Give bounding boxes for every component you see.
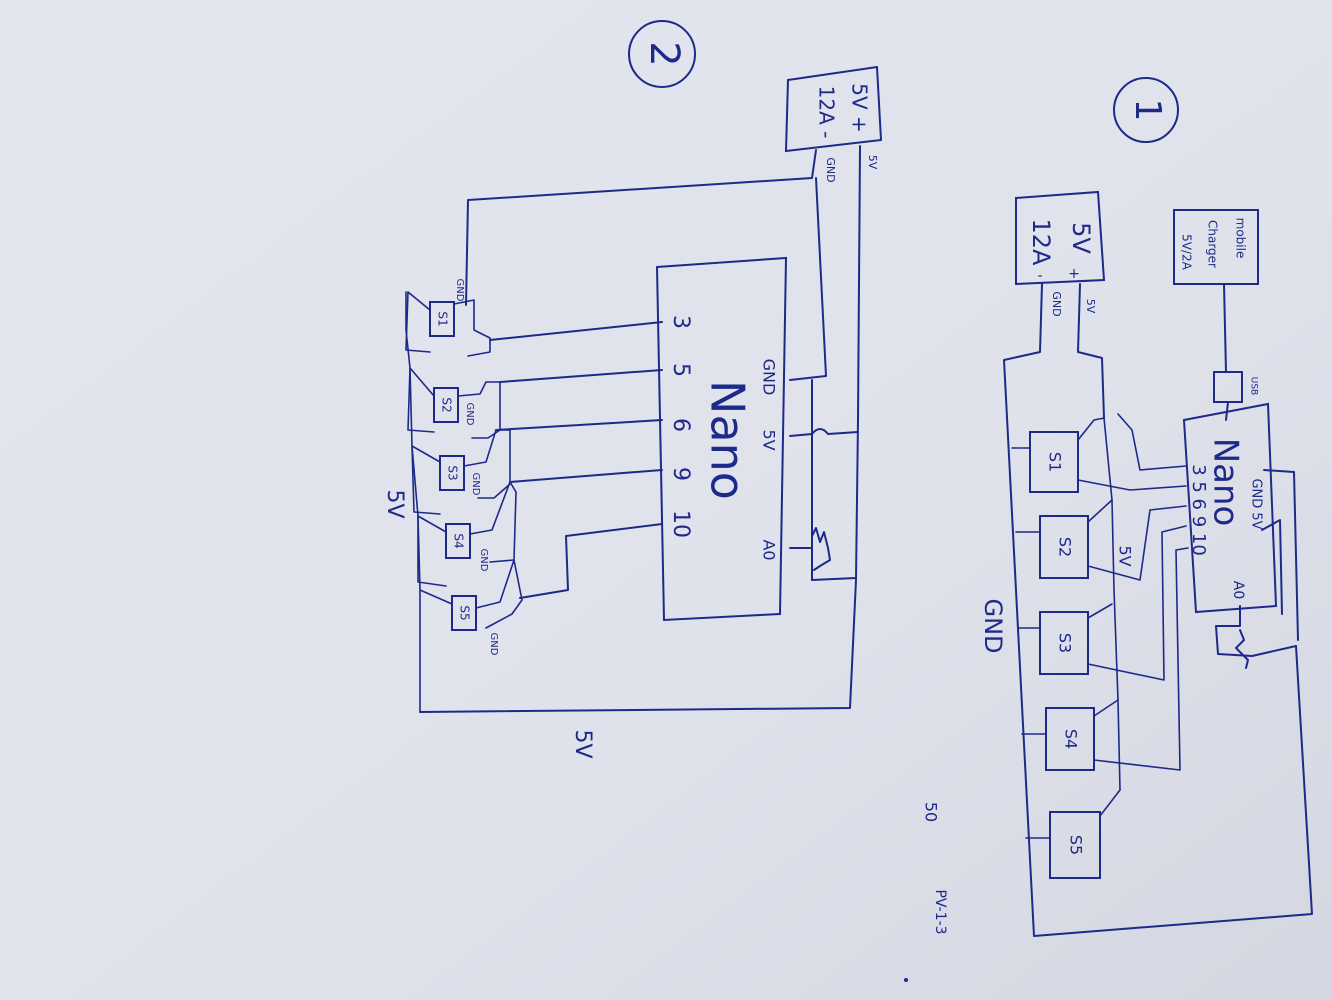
diagram-1-usb-label: USB bbox=[1249, 377, 1259, 395]
diagram-2-number: 2 bbox=[641, 41, 687, 66]
corner-note-50: 50 bbox=[922, 802, 941, 822]
diagram-1-sensor-s4: S4 bbox=[1045, 707, 1095, 771]
diagram-2: 2 5V + 12A - GND 5V Nano GND 5V A0 3 5 6… bbox=[382, 20, 883, 759]
diagram-1-supply-plus: + bbox=[1068, 266, 1080, 282]
diagram-2-sensor-s5: S5 bbox=[451, 595, 477, 631]
diagram-2-supply-line2: 12A - bbox=[815, 86, 839, 139]
diagram-1-rail-5v: 5V bbox=[1116, 545, 1135, 566]
diagram-1-rail-gnd: GND bbox=[979, 598, 1007, 653]
diagram-1-sensor-s5: S5 bbox=[1049, 811, 1101, 879]
diagram-2-sensor-s2-label: S2 bbox=[440, 397, 454, 412]
diagram-2-sensor-s3-label: S3 bbox=[446, 465, 460, 480]
diagram-1-charger-line1: mobile bbox=[1234, 218, 1248, 259]
pencil-dot bbox=[904, 978, 908, 982]
diagram-2-sensor-s4: S4 bbox=[445, 523, 471, 559]
diagram-1-supply-line2: 12A bbox=[1027, 219, 1055, 267]
diagram-2-label-5v: 5V bbox=[866, 155, 879, 170]
diagram-1-number: 1 bbox=[1127, 99, 1168, 122]
diagram-1-nano-label: Nano bbox=[1206, 438, 1246, 527]
diagram-2-rail-5v-bottom: 5V bbox=[570, 729, 595, 758]
diagram-2-sensor-s1-label: S1 bbox=[436, 311, 450, 326]
diagram-2-sensor-s5-label: S5 bbox=[458, 605, 472, 620]
diagram-2-sensor-s3: S3 bbox=[439, 455, 465, 491]
diagram-2-pin-6: 6 bbox=[668, 418, 693, 432]
diagram-1-supply-minus: - bbox=[1037, 268, 1042, 284]
diagram-2-nano-gnd: GND bbox=[760, 359, 779, 396]
diagram-2-s2-gnd: GND bbox=[464, 403, 475, 426]
diagram-1-nano-a0: A0 bbox=[1230, 581, 1246, 599]
diagram-2-supply-line1: 5V + bbox=[848, 83, 872, 133]
diagram-2-s4-gnd: GND bbox=[478, 549, 489, 572]
diagram-1-sensor-s4-label: S4 bbox=[1062, 729, 1081, 749]
diagram-1-sensor-s1: S1 bbox=[1029, 431, 1079, 493]
diagram-1-sensor-s2-label: S2 bbox=[1056, 537, 1075, 557]
diagram-2-s1-gnd: GND bbox=[454, 279, 465, 302]
diagram-2-sensor-s1: S1 bbox=[429, 301, 455, 337]
diagram-2-number-circle bbox=[628, 20, 696, 88]
diagram-2-sensor-s2: S2 bbox=[433, 387, 459, 423]
diagram-1-charger-line2: Charger bbox=[1206, 220, 1220, 268]
diagram-2-nano-a0: A0 bbox=[760, 539, 779, 560]
diagram-1-nano-board: Nano 3 5 6 9 10 GND 5V A0 bbox=[1182, 402, 1278, 614]
diagram-1: 1 5V 12A + - GND 5V mobile Charger 5V/2A… bbox=[979, 77, 1313, 937]
diagram-1-nano-power: GND 5V bbox=[1249, 478, 1264, 529]
diagram-1-sensor-s1-label: S1 bbox=[1046, 452, 1065, 472]
diagram-1-mobile-charger: mobile Charger 5V/2A bbox=[1173, 209, 1259, 285]
diagram-2-s3-gnd: GND bbox=[470, 473, 481, 496]
diagram-2-label-gnd: GND bbox=[824, 157, 837, 182]
diagram-2-rail-5v-top: 5V bbox=[382, 489, 407, 518]
diagram-2-power-supply: 5V + 12A - bbox=[784, 65, 883, 153]
diagram-2-nano-label: Nano bbox=[701, 380, 755, 500]
diagram-2-sensor-s4-label: S4 bbox=[452, 533, 466, 548]
diagram-1-sensor-s3: S3 bbox=[1039, 611, 1089, 675]
diagram-1-sensor-s5-label: S5 bbox=[1067, 835, 1086, 855]
diagram-1-label-gnd: GND bbox=[1050, 291, 1063, 316]
diagram-1-number-circle bbox=[1113, 77, 1179, 143]
diagram-2-pin-9: 9 bbox=[668, 467, 693, 481]
diagram-1-label-5v: 5V bbox=[1084, 299, 1097, 314]
diagram-2-pin-5: 5 bbox=[668, 363, 693, 377]
diagram-2-pin-3: 3 bbox=[668, 315, 693, 329]
diagram-1-nano-pins: 3 5 6 9 10 bbox=[1188, 464, 1209, 556]
diagram-2-nano-board: Nano GND 5V A0 3 5 6 9 10 bbox=[655, 256, 788, 622]
diagram-1-sensor-s2: S2 bbox=[1039, 515, 1089, 579]
diagram-2-s5-gnd: GND bbox=[488, 633, 499, 656]
diagram-1-supply-line1: 5V bbox=[1067, 222, 1095, 254]
diagram-2-pin-10: 10 bbox=[668, 510, 693, 538]
diagram-2-nano-5v: 5V bbox=[760, 429, 779, 450]
diagram-1-charger-line3: 5V/2A bbox=[1180, 234, 1194, 271]
diagram-1-sensor-s3-label: S3 bbox=[1056, 633, 1075, 653]
diagram-1-power-supply: 5V 12A + - bbox=[1015, 190, 1106, 286]
corner-note-code: PV-1-3 bbox=[932, 889, 948, 934]
